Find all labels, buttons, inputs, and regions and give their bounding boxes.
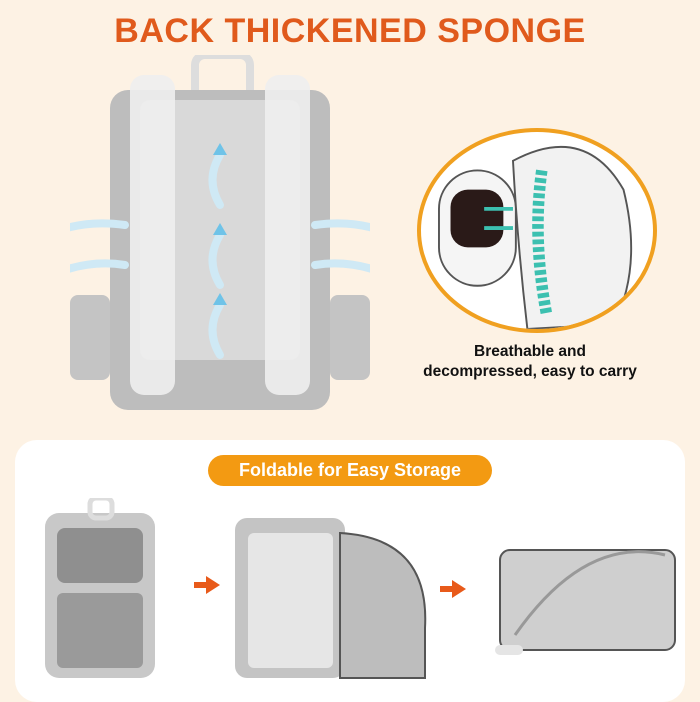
left-strap bbox=[130, 75, 175, 395]
headline: BACK THICKENED SPONGE bbox=[114, 12, 586, 50]
arrow-right-icon bbox=[194, 576, 220, 594]
caption-line-2: decompressed, easy to carry bbox=[423, 363, 637, 380]
right-strap bbox=[265, 75, 310, 395]
breathable-caption: Breathable and decompressed, easy to car… bbox=[400, 342, 660, 382]
breathable-spine-illustration bbox=[417, 128, 657, 333]
carrier-assembled-image bbox=[45, 498, 155, 678]
carrier-folded-image bbox=[495, 549, 676, 655]
caption-line-1: Breathable and bbox=[474, 343, 586, 360]
airflow-arrows bbox=[70, 151, 370, 359]
carrier-opening-image bbox=[235, 518, 427, 679]
spine-icon bbox=[532, 169, 553, 316]
arrow-right-icon bbox=[440, 580, 466, 598]
foldable-badge: Foldable for Easy Storage bbox=[208, 455, 492, 486]
backpack-back-view-image bbox=[70, 55, 370, 410]
